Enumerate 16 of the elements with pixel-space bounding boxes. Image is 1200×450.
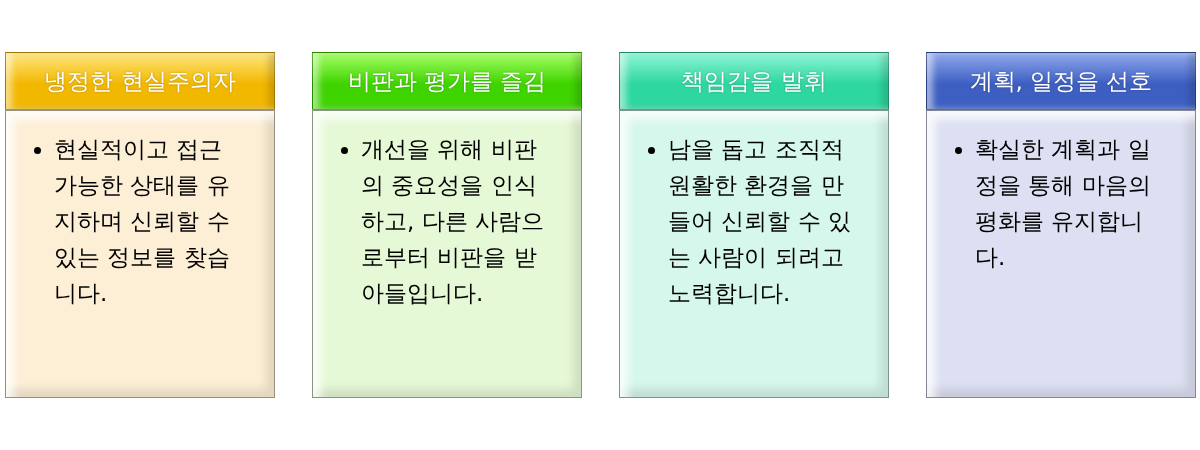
header-bar [312, 52, 582, 110]
content-panel [312, 110, 582, 398]
header-text: 계획, 일정을 선호 [969, 66, 1153, 96]
content-panel [619, 110, 889, 398]
header-text: 책임감을 발휘 [681, 66, 827, 96]
header-bar [619, 52, 889, 110]
content-panel [5, 110, 275, 398]
bullet-text: 남을 돕고 조직적 원활한 환경을 만들어 신뢰할 수 있는 사람이 되려고 노력합니다. [668, 135, 852, 308]
header-text: 비판과 평가를 즐김 [347, 66, 547, 96]
header-bar [5, 52, 275, 110]
header-bar [926, 52, 1196, 110]
bullet-text: 확실한 계획과 일정을 통해 마음의 평화를 유지합니다. [975, 135, 1152, 272]
content-panel [926, 110, 1196, 398]
bullet-text: 현실적이고 접근 가능한 상태를 유지하며 신뢰할 수 있는 정보를 찾습니다. [54, 135, 231, 308]
bullet-text: 개선을 위해 비판의 중요성을 인식하고, 다른 사람으로부터 비판을 받아들입니다. [361, 135, 545, 308]
header-text: 냉정한 현실주의자 [44, 66, 236, 96]
